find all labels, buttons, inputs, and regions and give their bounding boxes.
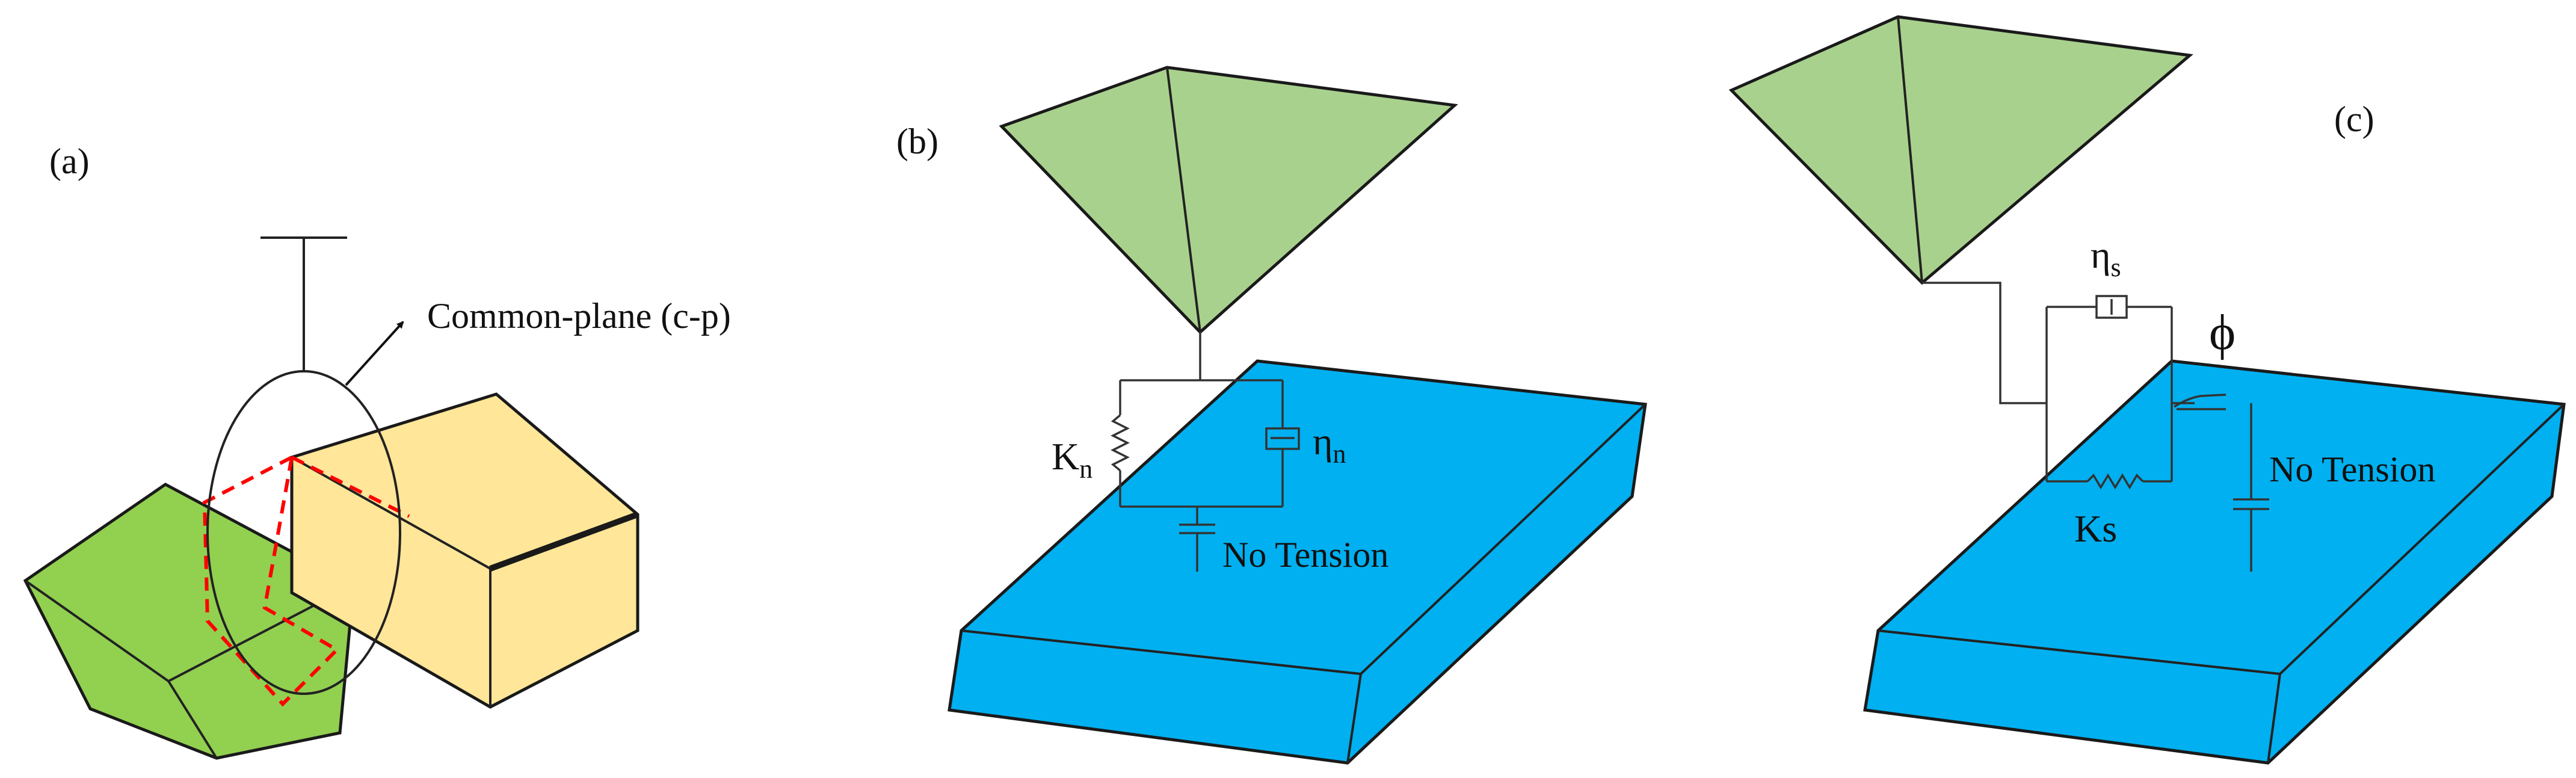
no-tension-c-label: No Tension [2269,449,2435,489]
tetrahedron-b-body [999,66,1458,335]
slab-c-body [1863,359,2566,765]
tetrahedron-b-edge [1166,67,1201,333]
panel-c: (c) ηs ϕ Ks [1728,15,2566,765]
tetrahedron-c-edge [1897,16,1923,283]
green-block-edge-lower [167,680,218,759]
tetrahedron-c-body [1728,15,2193,285]
eta-s-label: ηs [2091,233,2121,282]
ks-label: Ks [2074,507,2117,550]
friction-angle-label: ϕ [2209,304,2236,360]
green-tetrahedron-c [1728,15,2193,285]
slab-b-front-edge [1346,673,1362,764]
panel-b-label: (b) [896,122,938,161]
common-plane-annotation: Common-plane (c-p) [427,296,731,336]
slab-b-body [948,359,1647,765]
friction-slider [2174,394,2226,408]
common-plane-contact-outline [202,455,340,707]
connector-c [1922,282,2047,404]
no-tension-b-label: No Tension [1222,535,1388,575]
panel-b: (b) Kn ηn No Tension [896,66,1647,765]
spring-ks [2086,473,2144,490]
yellow-block-body [290,392,639,709]
eta-n-label: ηn [1313,420,1346,469]
kn-label: Kn [1052,435,1092,484]
blue-slab-b [948,359,1647,765]
common-plane-contact-edge [291,455,410,518]
panel-a: (a) Common-plane (c-p) [23,141,731,760]
blue-slab-c [1863,359,2566,765]
panel-a-label: (a) [49,141,90,181]
yellow-block-ridge [489,511,639,572]
yellow-block [290,392,639,709]
panel-c-label: (c) [2334,99,2374,139]
spring-kn [1111,414,1130,472]
annotation-arrow [345,321,404,386]
slab-c-front-edge [2267,673,2281,764]
green-tetrahedron-b [999,66,1458,335]
